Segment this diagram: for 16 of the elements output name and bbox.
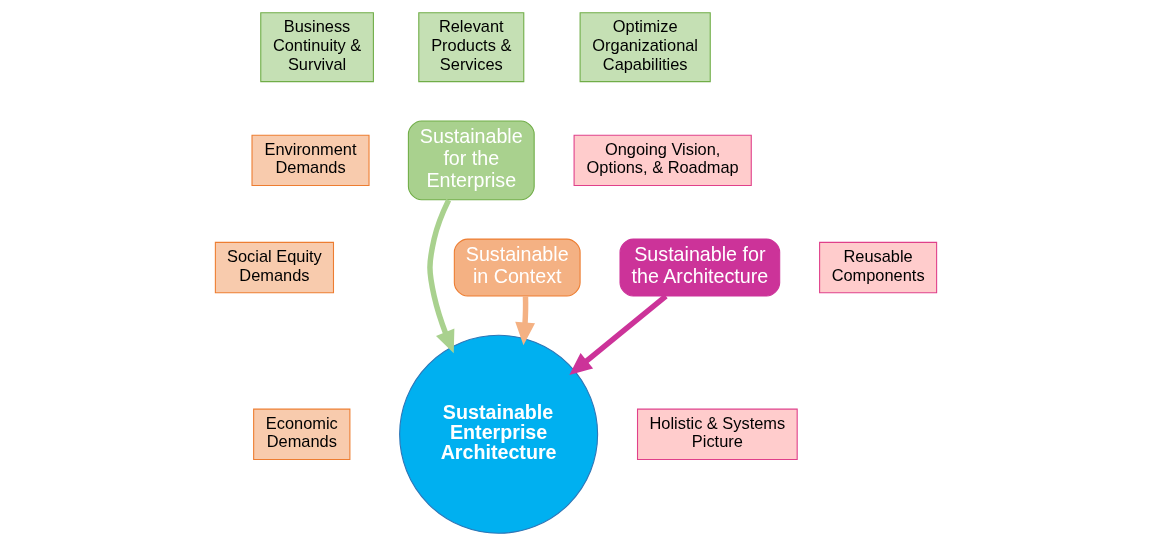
node-box: Sustainable in Context [453, 238, 581, 297]
node-box: Ongoing Vision, Options, & Roadmap [573, 134, 752, 187]
node-box: Relevant Products & Services [417, 12, 524, 83]
node-box: Social Equity Demands [214, 241, 334, 294]
node-circle: Sustainable Enterprise Architecture [398, 334, 598, 534]
node-box: Sustainable for the Architecture [618, 238, 780, 297]
node-box: Environment Demands [250, 134, 370, 187]
node-box: Sustainable for the Enterprise [407, 120, 535, 201]
arrow [514, 296, 535, 346]
node-box: Optimize Organizational Capabilities [579, 12, 711, 83]
arrow [568, 294, 668, 376]
node-box: Economic Demands [252, 408, 350, 460]
node-box: Business Continuity & Survival [259, 12, 374, 83]
node-box: Holistic & Systems Picture [636, 408, 798, 460]
node-box: Reusable Components [818, 241, 937, 294]
arrow [426, 198, 454, 354]
